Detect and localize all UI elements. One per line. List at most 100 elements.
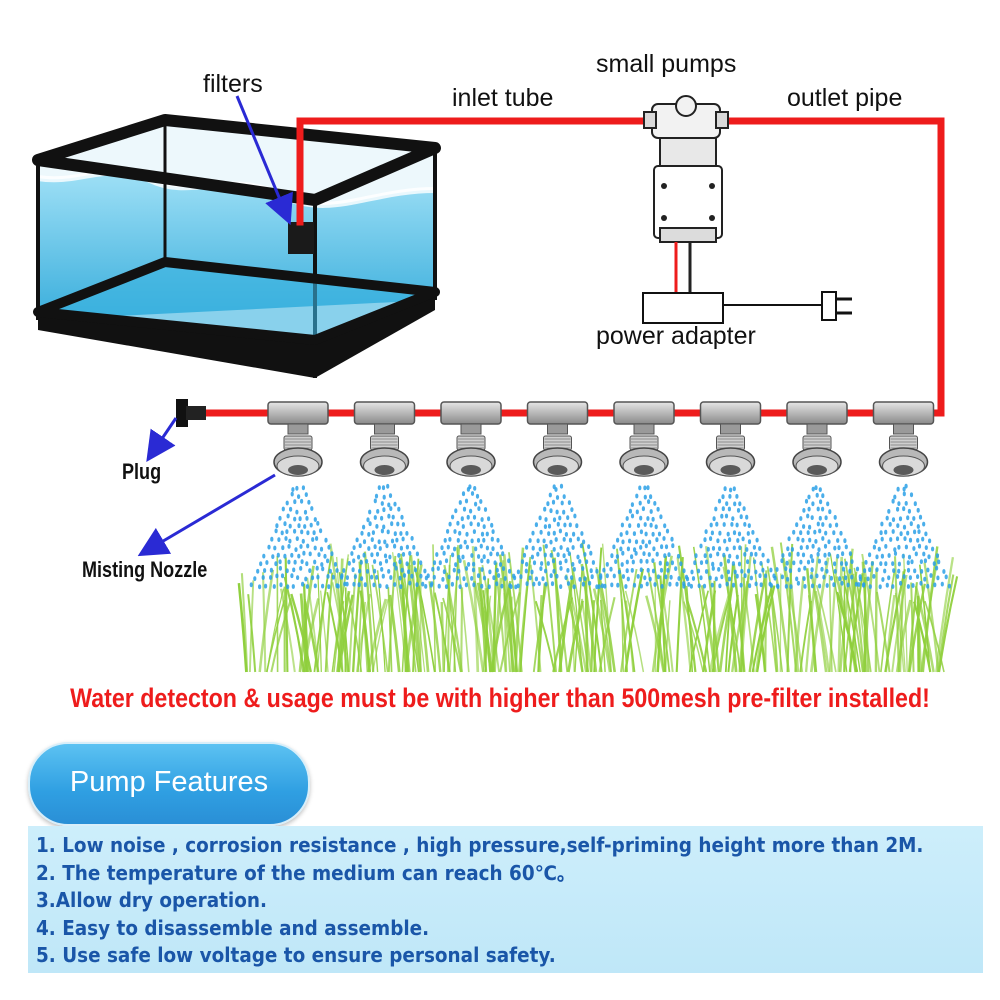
grass-blade [835,576,857,673]
grass-blade [410,554,422,673]
label-filters: filters [203,70,263,98]
grass-blade [675,557,684,673]
grass-blade [266,588,284,673]
grass-blade [442,597,462,673]
grass-blade [708,595,731,673]
grass-blade [938,576,959,673]
grass-blade [677,545,697,673]
grass-blade [570,580,575,673]
grass-blade [247,594,257,673]
misting-nozzle [440,401,502,477]
misting-nozzle [699,401,762,477]
grass-blade [371,564,389,673]
grass-blade [748,577,766,673]
grass-blade [417,585,430,673]
label-misting-nozzle: Misting Nozzle [82,557,208,582]
grass-blade [440,601,445,673]
grass-blade [722,566,742,673]
grass-blade [647,572,665,673]
grass-blade [502,560,508,673]
grass-blade [443,564,463,673]
grass-blade [493,577,503,673]
grass-blade [584,577,589,673]
label-outlet-pipe: outlet pipe [787,84,903,112]
grass-blade [828,574,833,673]
label-power-adapter: power adapter [596,322,756,350]
grass-blade [324,572,334,673]
feature-item: 5. Use safe low voltage to ensure person… [36,943,556,967]
grass-blade [303,600,320,673]
grass-blade [616,548,629,673]
grass-blade [752,557,766,673]
grass-blade [724,564,734,673]
grass-blade [261,572,267,673]
grass-blade [874,568,878,673]
spray-cone [335,483,434,589]
grass-blade [499,592,521,673]
pump [643,95,729,294]
label-inlet-tube: inlet tube [452,84,554,112]
features-panel: 1. Low noise , corrosion resistance , hi… [28,826,983,973]
grass-blade [388,594,401,673]
grass-blade [279,588,296,673]
grass-blade [301,598,320,673]
grass-blade [683,601,704,673]
grass-blade [620,568,638,673]
grass-blade [240,573,249,673]
misting-nozzle [526,401,589,477]
nozzle-arrow-icon [137,473,276,557]
feature-item: 1. Low noise , corrosion resistance , hi… [36,833,924,857]
misting-nozzle [613,401,675,477]
spray-layer [249,483,952,590]
spray-cone [769,485,866,589]
grass-blade [738,575,750,673]
grass-blade [258,569,275,673]
spray-cone [857,483,952,590]
grass-blade [413,566,436,673]
grass-blade [740,546,743,673]
grass-blade [507,586,519,673]
grass-blade [338,572,350,673]
grass-blade [712,580,716,673]
grass-blade [810,571,828,673]
grass-blade [676,557,692,673]
feature-item: 2. The temperature of the medium can rea… [36,860,576,885]
grass-blade [270,599,292,673]
grass-layer [237,542,959,673]
grass-blade [624,590,645,673]
grass-blade [880,569,896,673]
features-badge: Pump Features [28,742,310,826]
end-plug [176,399,206,427]
grass-blade [446,572,457,673]
grass-blade [502,554,515,673]
grass-blade [843,570,846,673]
grass-blade [731,580,749,673]
grass-blade [367,563,379,673]
grass-blade [595,567,612,673]
grass-blade [401,588,408,673]
plug-arrow-icon [146,417,178,462]
grass-blade [770,546,790,673]
grass-blade [400,553,417,673]
grass-blade [534,600,556,673]
grass-blade [935,557,955,673]
grass-blade [828,557,839,673]
filters-arrow-icon [235,95,293,226]
grass-blade [664,600,671,673]
grass-blade [829,553,848,673]
filter-block [288,222,314,254]
grass-blade [861,553,881,673]
label-small-pumps: small pumps [596,50,737,78]
grass-blade [336,590,351,673]
grass-blade [908,583,926,673]
grass-blade [653,562,671,673]
grass-blade [766,566,783,673]
misting-nozzle [267,401,329,477]
grass-blade [495,570,507,673]
grass-blade [319,590,329,673]
grass-blade [317,573,322,673]
power-plug-icon [821,291,837,321]
grass-blade [347,592,363,673]
grass-blade [326,591,344,673]
grass-blade [898,571,905,673]
